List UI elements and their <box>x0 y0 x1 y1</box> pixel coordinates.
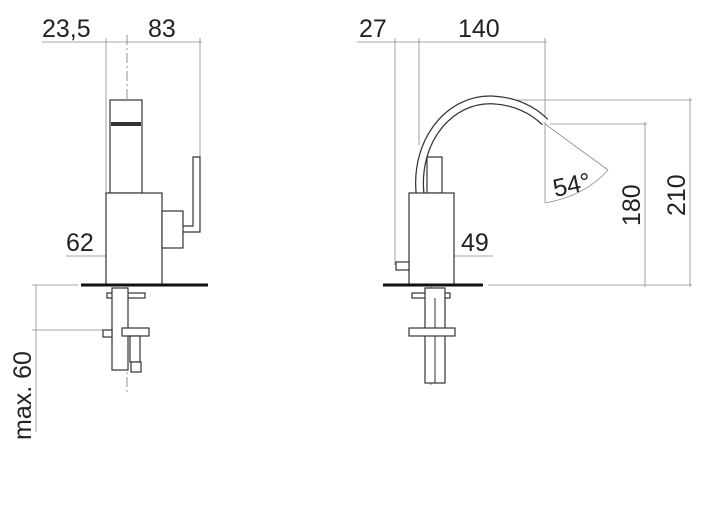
left-view: 23,5 83 62 max. 60 <box>9 15 208 440</box>
dim-label-140: 140 <box>458 15 500 43</box>
dim-label-83: 83 <box>148 15 176 43</box>
left-dimension-lines <box>32 38 202 432</box>
dim-label-210: 210 <box>663 174 691 216</box>
dim-label-180: 180 <box>618 184 646 226</box>
right-view: 27 140 49 54° 180 210 <box>357 15 692 385</box>
dim-label-27: 27 <box>359 15 387 43</box>
right-dimension-lines <box>357 38 692 287</box>
right-faucet-body <box>383 95 549 384</box>
dim-label-62: 62 <box>66 229 94 257</box>
left-faucet-body <box>81 99 208 373</box>
dim-label-49: 49 <box>461 229 489 257</box>
dim-label-23-5: 23,5 <box>42 15 91 43</box>
dim-label-54-degrees: 54° <box>550 168 593 203</box>
dim-label-max-60: max. 60 <box>9 351 37 440</box>
